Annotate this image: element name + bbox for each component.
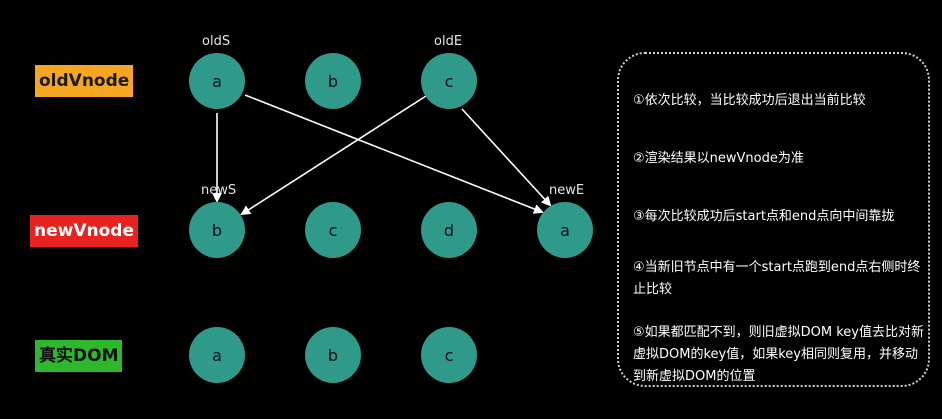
old-vnode-node: b (305, 53, 361, 109)
rule-1: ①依次比较，当比较成功后退出当前比较 (633, 93, 866, 108)
arrow-old-a-to-new-a (244, 94, 544, 214)
arrow-old-c-to-new-b (240, 95, 427, 216)
real-dom-label: 真实DOM (35, 340, 123, 372)
new-vnode-node: c (305, 202, 361, 258)
arrow-old-c-to-new-a (461, 108, 552, 207)
old-vnode-node: a (189, 53, 245, 109)
old-end-pointer: oldE (434, 34, 463, 49)
new-end-pointer: newE (549, 183, 585, 198)
new-start-pointer: newS (201, 183, 237, 198)
rule-5: ⑤如果都匹配不到，则旧虚拟DOM key值去比对新虚拟DOM的key值，如果ke… (633, 325, 925, 384)
rule-4: ④当新旧节点中有一个start点跑到end点右侧时终止比较 (633, 260, 921, 297)
old-vnode-label: oldVnode (35, 65, 134, 97)
old-vnode-node: c (421, 53, 477, 109)
new-vnode-node: b (189, 202, 245, 258)
real-dom-node: c (421, 327, 477, 383)
real-dom-node: a (189, 327, 245, 383)
new-vnode-label: newVnode (30, 215, 138, 247)
rule-3: ③每次比较成功后start点和end点向中间靠拢 (633, 209, 895, 224)
new-vnode-node: d (421, 202, 477, 258)
new-vnode-node: a (537, 202, 593, 258)
old-start-pointer: oldS (202, 34, 231, 49)
rules-panel (617, 52, 930, 387)
rule-2: ②渲染结果以newVnode为准 (633, 151, 804, 166)
real-dom-node: b (305, 327, 361, 383)
